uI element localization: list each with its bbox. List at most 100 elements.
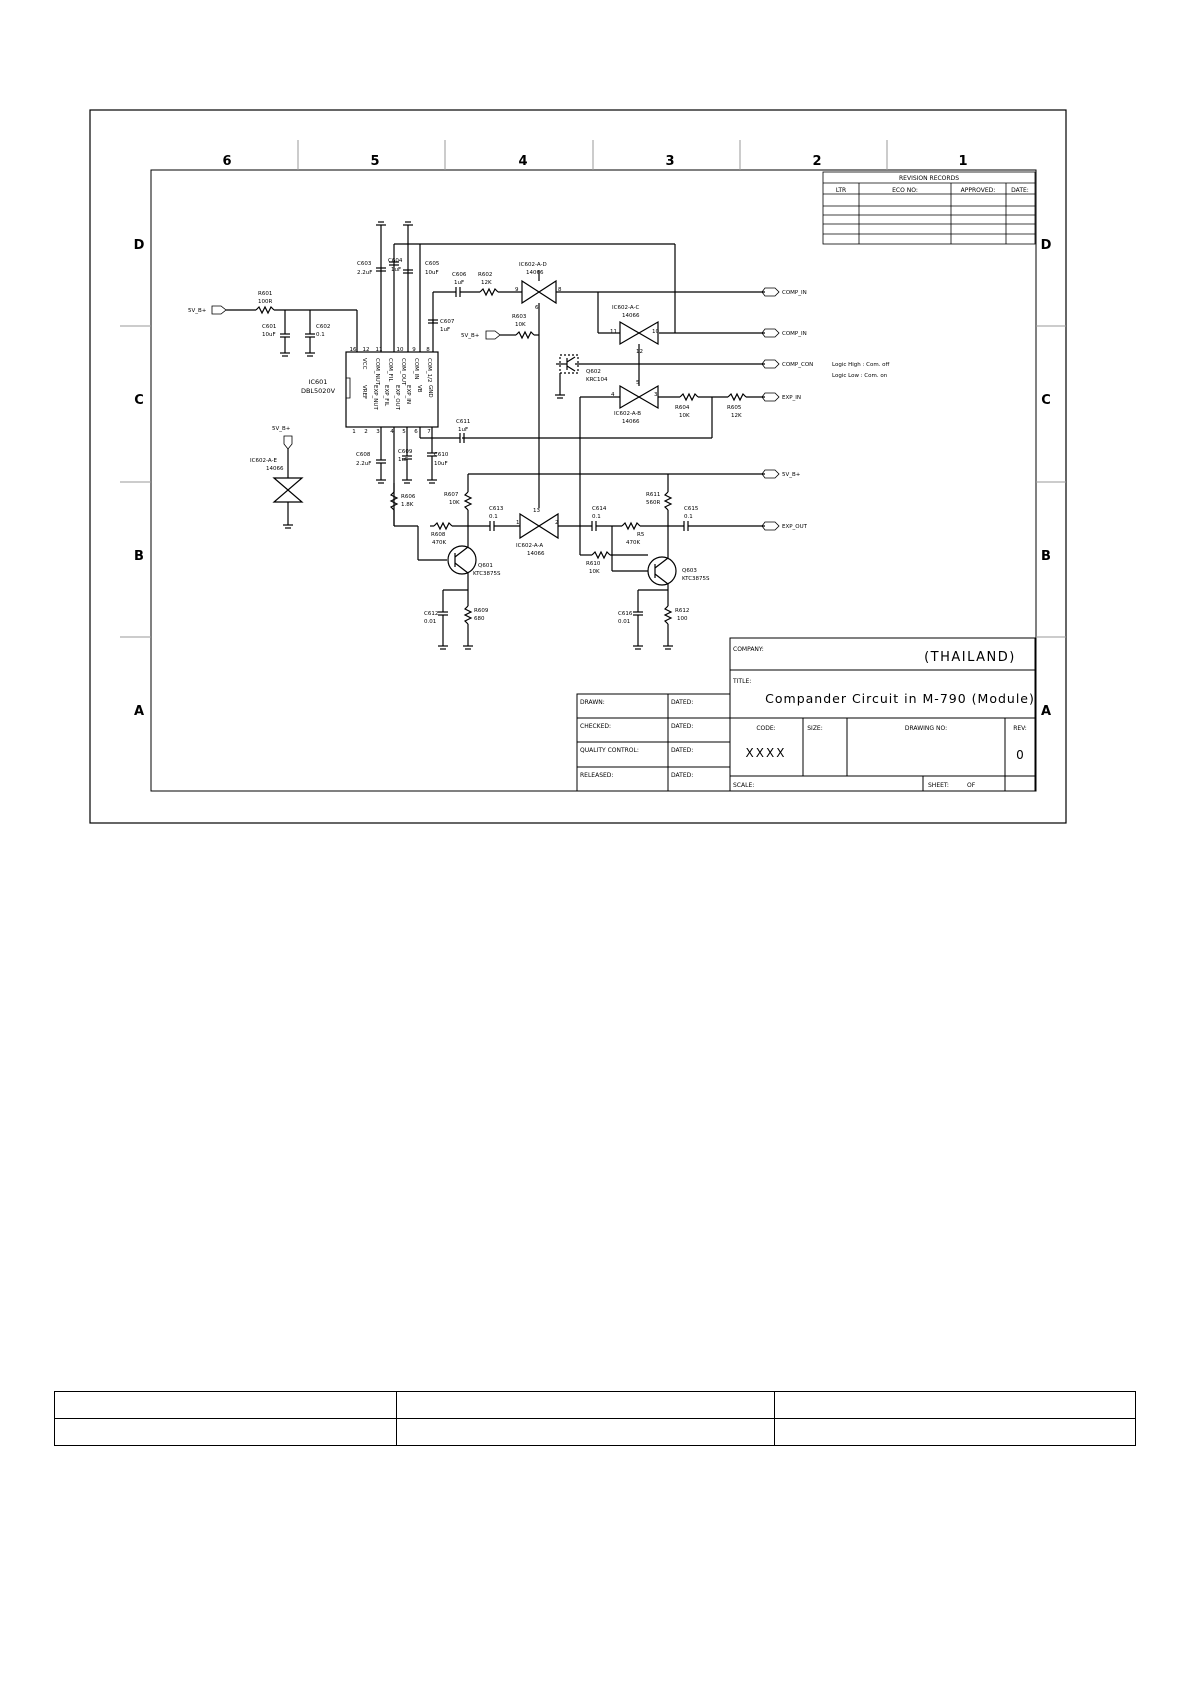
ic601-name-exp-fil: EXP_FIL <box>383 385 389 407</box>
ic601-name-exp-out: EXP_OUT <box>394 385 400 411</box>
footer-cell <box>54 1391 397 1419</box>
rev-header-eco: ECO NO: <box>892 187 918 194</box>
c615-ref: C615 <box>684 506 699 512</box>
ic601-name-gnd: GND <box>427 385 433 398</box>
r601-value: 100R <box>258 299 272 305</box>
wire-top-loop <box>659 244 765 334</box>
ic602c-pin11: 11 <box>610 329 617 335</box>
ic601-pin16: 16 <box>350 347 357 353</box>
ic601-ref: IC601 <box>309 378 328 386</box>
c607-value: 1uF <box>440 327 450 333</box>
r605-ref: R605 <box>727 405 742 411</box>
c607-ref: C607 <box>440 319 455 325</box>
ic601-name-com-in: COM_IN <box>413 358 419 379</box>
q602-ref: Q602 <box>586 369 601 375</box>
footer-row-1 <box>54 1391 1136 1419</box>
net-comp-con: COMP_CON <box>782 362 813 368</box>
ic602d-value: 14066 <box>526 270 544 276</box>
c602-value: 0.1 <box>316 332 325 338</box>
c601-value: 10uF <box>262 332 276 338</box>
c615-value: 0.1 <box>684 514 693 520</box>
signoff-checked: CHECKED: <box>580 723 611 730</box>
zone-row-a-left: A <box>134 704 144 719</box>
net-5v-label-3: 5V_B+ <box>272 426 291 432</box>
size-label: SIZE: <box>807 725 823 732</box>
zone-row-b-right: B <box>1041 549 1051 564</box>
footer-table <box>54 1391 1136 1446</box>
footer-cell <box>396 1418 775 1446</box>
ic601-name-exp-in: EXP_IN <box>405 385 411 404</box>
ic601-name-com-half: COM_1/2 <box>426 358 432 383</box>
net-5v-out-port <box>761 469 780 479</box>
drawing-no-label: DRAWING NO: <box>905 725 947 732</box>
c616-ref: C616 <box>618 611 633 617</box>
c606-value: 1uF <box>454 280 464 286</box>
outer-frame <box>89 109 1067 824</box>
rev-header-date: DATE: <box>1011 187 1029 194</box>
logic-note-high: Logic High : Com. off <box>832 362 890 368</box>
r605-value: 12K <box>731 413 742 419</box>
r612-value: 100 <box>677 616 688 622</box>
ic602c-value: 14066 <box>622 313 640 319</box>
ic601-pin12: 12 <box>363 347 370 353</box>
ic602d-pin9: 9 <box>515 287 519 293</box>
ic601-name-vb: VB <box>416 385 422 393</box>
c612-value: 0.01 <box>424 619 436 625</box>
zone-column-dividers <box>297 140 888 170</box>
company-label: COMPANY: <box>733 646 764 653</box>
ic602a-pin2: 2 <box>555 520 559 526</box>
comp-in-1-port <box>761 287 780 297</box>
footer-row-2 <box>54 1418 1136 1446</box>
company-name: (THAILAND) <box>924 650 1016 665</box>
ic601-pin9: 9 <box>412 347 416 353</box>
ic601-pin8: 8 <box>426 347 430 353</box>
dated-2: DATED: <box>671 723 693 730</box>
r608-ref: R608 <box>431 532 446 538</box>
c604-ref: C604 <box>388 258 403 264</box>
title-label: TITLE: <box>732 678 751 685</box>
r607-ref: R607 <box>444 492 459 498</box>
r603-value: 10K <box>515 322 526 328</box>
ic601-bottom-wires <box>376 427 460 526</box>
ic602b-ref: IC602-A-B <box>614 411 641 417</box>
q601-transistor <box>438 526 477 650</box>
r612-ref: R612 <box>675 608 689 614</box>
zone-row-c-right: C <box>1041 393 1051 408</box>
net-5v-port-2 <box>485 330 501 340</box>
ic601-pin1: 1 <box>352 429 356 435</box>
c614-ref: C614 <box>592 506 607 512</box>
ic602d-ref: IC602-A-D <box>519 262 547 268</box>
r604-value: 10K <box>679 413 690 419</box>
c611-value: 1uF <box>458 427 468 433</box>
of-label: OF <box>967 782 976 789</box>
c601-ref: C601 <box>262 324 276 330</box>
dated-4: DATED: <box>671 772 693 779</box>
wire-b-zone <box>394 512 765 572</box>
ic602d-pin6: 6 <box>535 305 539 311</box>
ic602b-pin4: 4 <box>611 392 615 398</box>
ic601-name-exp-nut: EXP_NUT <box>372 385 378 410</box>
code-value: XXXX <box>746 746 787 760</box>
c603-value: 2.2uF <box>357 270 372 276</box>
c610-value: 10uF <box>434 461 448 467</box>
c608-ref: C608 <box>356 452 371 458</box>
c609-ref: C609 <box>398 449 413 455</box>
q603-ref: Q603 <box>682 568 697 574</box>
net-5v-out: 5V_B+ <box>782 472 801 478</box>
title-block <box>576 637 1036 792</box>
r602-ref: R602 <box>478 272 492 278</box>
footer-cell <box>396 1391 775 1419</box>
net-5v-port-3 <box>283 435 293 450</box>
ic602-d-switch <box>521 270 765 508</box>
signoff-released: RELEASED: <box>580 772 613 779</box>
ic601-pin4: 4 <box>390 429 394 435</box>
comp-in-2-port <box>761 328 780 338</box>
zone-col-1: 1 <box>958 154 967 169</box>
r610-value: 10K <box>589 569 600 575</box>
r601-ref: R601 <box>258 291 272 297</box>
zone-col-5: 5 <box>370 154 379 169</box>
code-label: CODE: <box>756 725 775 732</box>
ic602c-pin12: 12 <box>636 349 643 355</box>
rev-label: REV: <box>1013 725 1027 732</box>
signoff-qc: QUALITY CONTROL: <box>580 747 639 754</box>
